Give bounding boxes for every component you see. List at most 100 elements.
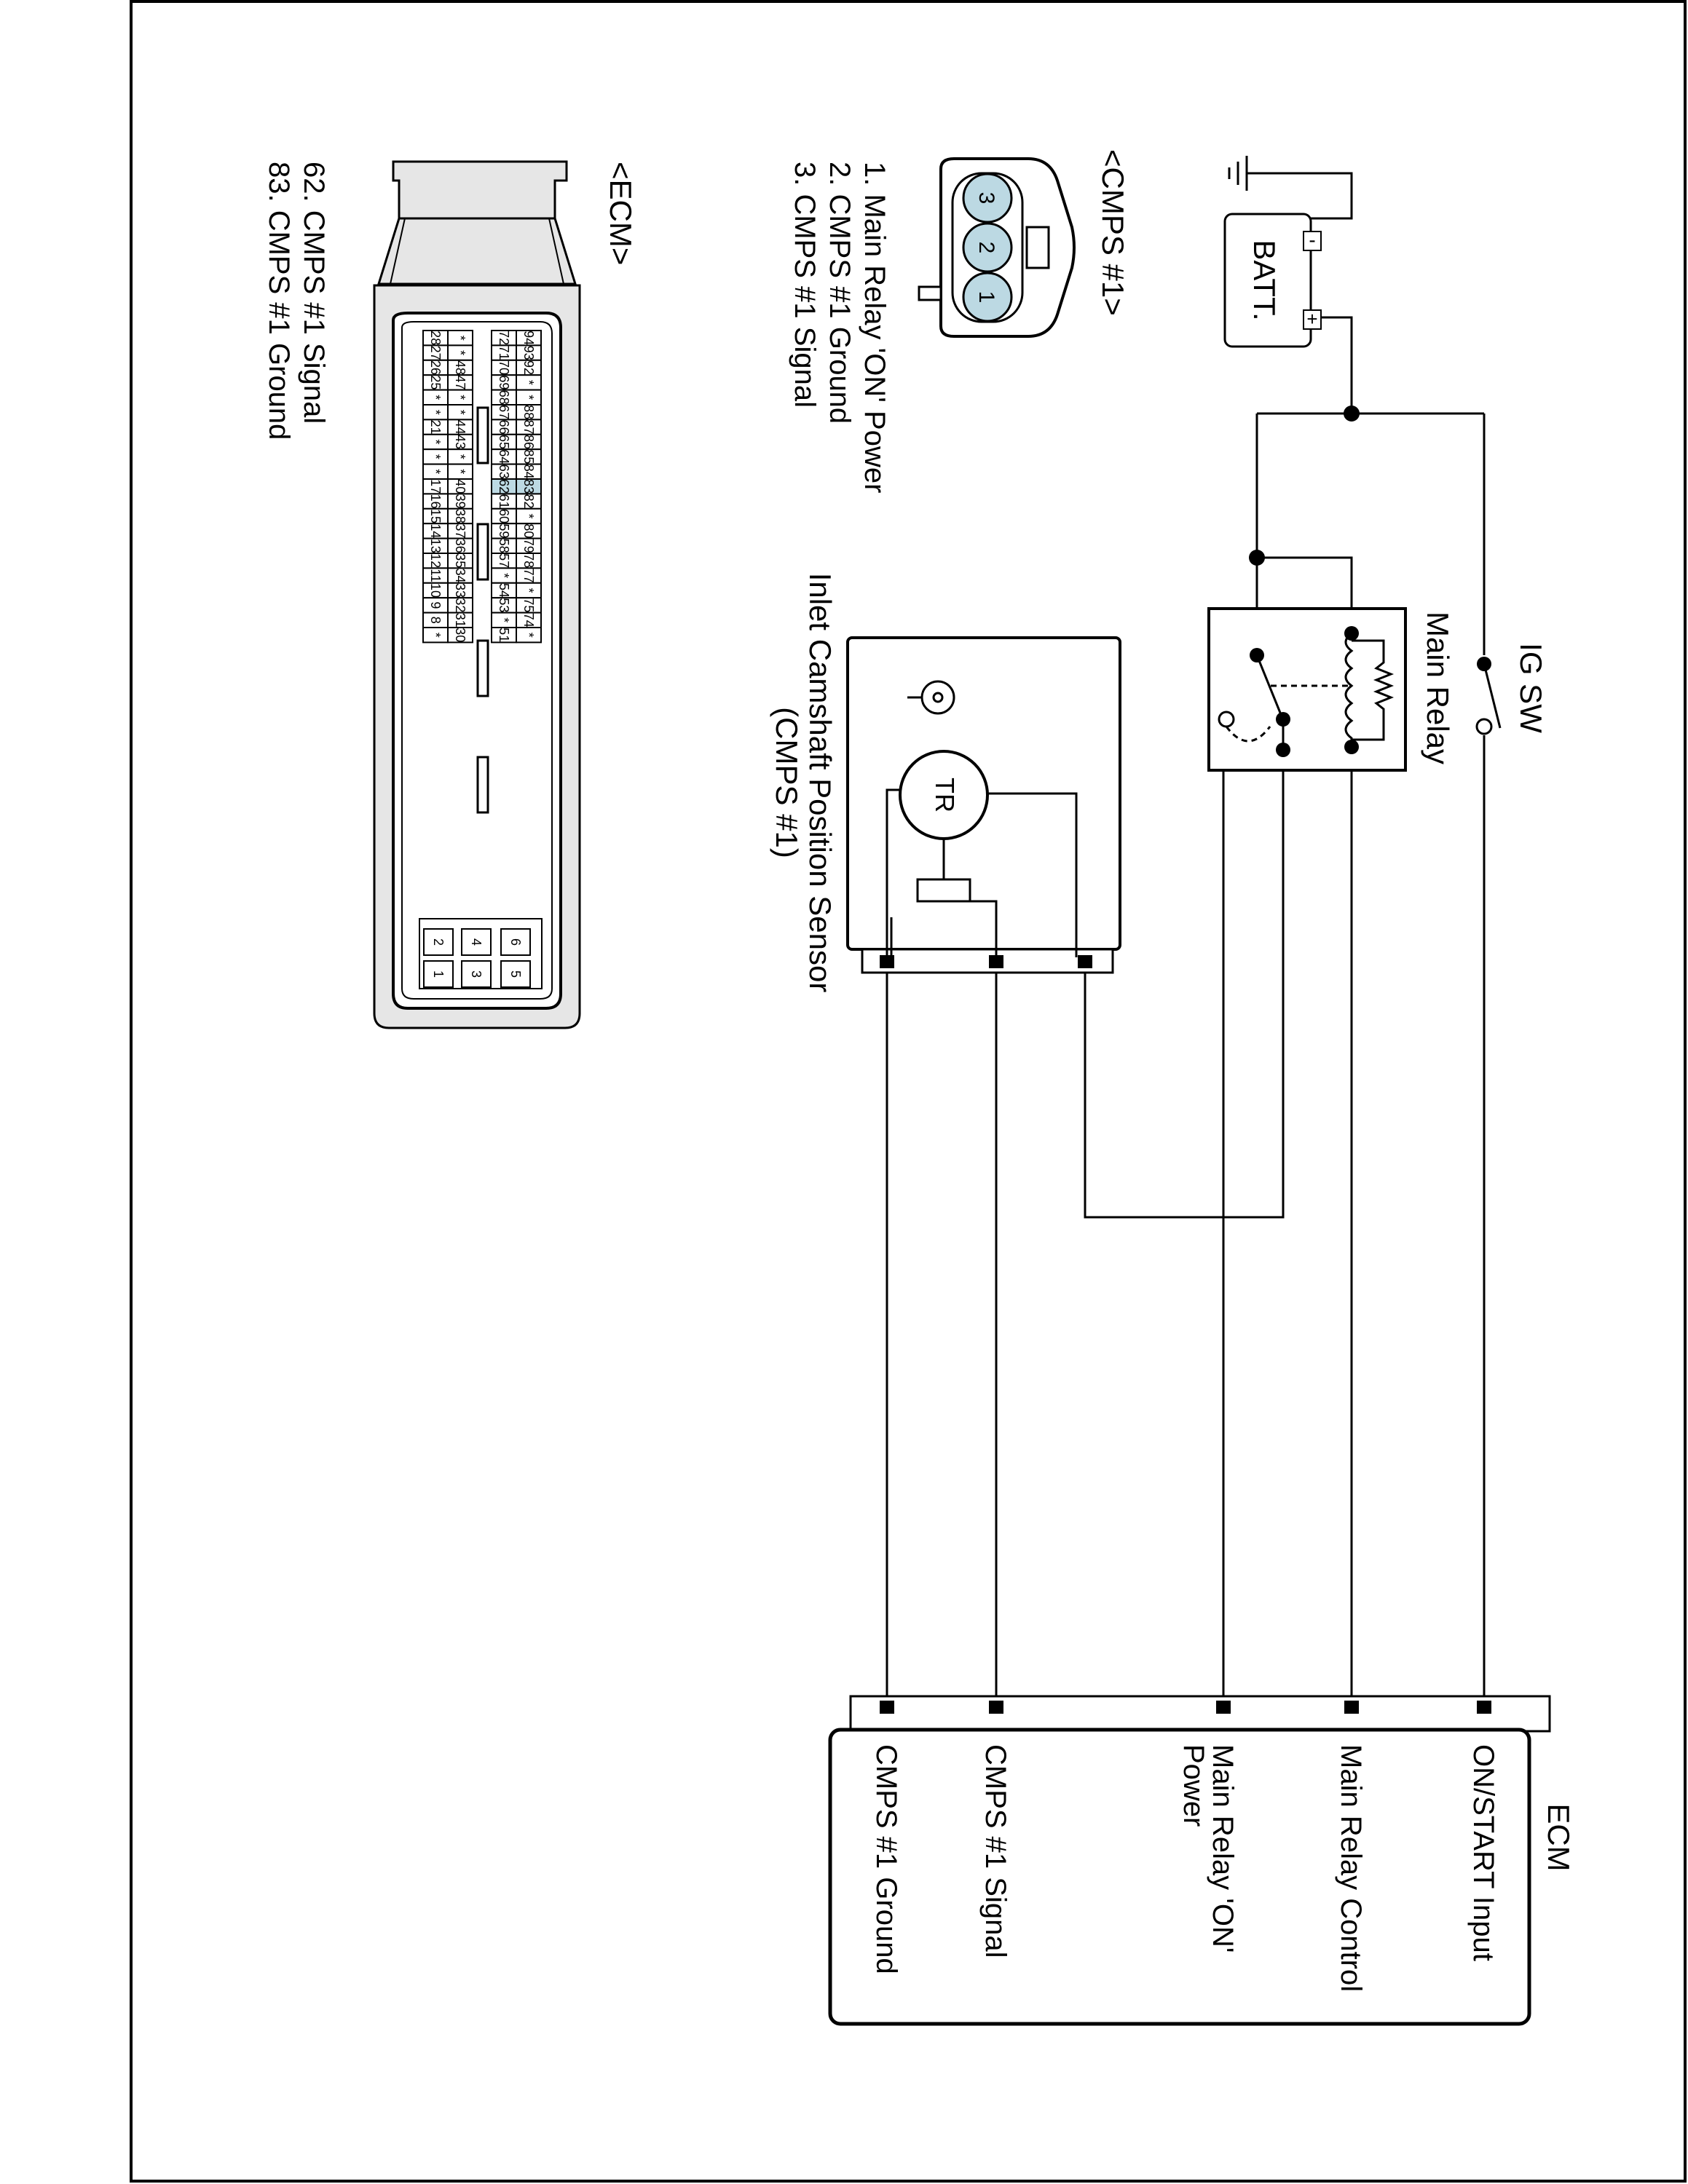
ecm-pin-label: * [453, 454, 468, 459]
ecm-pin-label: 26 [428, 360, 443, 375]
ecm-pin-label: 30 [453, 628, 468, 642]
ecm-pin-label: 21 [428, 420, 443, 435]
ecm-small-pin-cell [500, 960, 531, 988]
ecm-pin-label: 60 [497, 509, 511, 523]
ecm-pin-label: * [428, 395, 443, 400]
sensor-terminal [1078, 955, 1092, 968]
ecm-pin-label: * [453, 350, 468, 355]
cmps-legend-3: 3. CMPS #1 Signal [789, 162, 821, 408]
ecm-pin-cell [491, 627, 517, 644]
page-border [130, 0, 1687, 2183]
ecm-pin-cmps-ground: CMPS #1 Ground [870, 1744, 902, 1974]
sensor-tr-label: TR [930, 778, 960, 812]
ecm-terminal [1344, 1701, 1359, 1714]
main-relay-symbol: Main Relay [1207, 607, 1455, 772]
cmps-pin-3-label: 3 [974, 192, 998, 205]
ecm-block: ECM ON/START Input Main Relay Control Ma… [828, 1695, 1576, 2026]
ig-switch-symbol: IG SW [1475, 643, 1548, 735]
ecm-pin-label: 59 [497, 523, 511, 538]
cmps-connector-view: <CMPS #1> 3 2 1 1. Main Relay 'ON' Power… [789, 149, 1130, 493]
ecm-pin-label: * [428, 633, 443, 638]
ecm-pin-label: 66 [497, 420, 511, 435]
ecm-pin-label: * [497, 617, 511, 622]
ecm-legend-1: 62. CMPS #1 Signal [298, 162, 330, 424]
ecm-pin-label: * [521, 587, 536, 593]
ecm-terminal [880, 1701, 894, 1714]
ecm-pin-label: 61 [497, 494, 511, 509]
cmps-pin-2-label: 2 [974, 242, 998, 254]
ecm-pin-label: * [428, 469, 443, 474]
ecm-pin-label: 16 [428, 494, 443, 509]
ecm-pin-label: * [428, 454, 443, 459]
ecm-pin-label: 31 [453, 613, 468, 628]
ecm-pin-label: 82 [521, 494, 536, 509]
ecm-pin-on-start-input: ON/START Input [1467, 1744, 1499, 1961]
ecm-pin-label: 87 [521, 420, 536, 435]
ecm-legend-2: 83. CMPS #1 Ground [263, 162, 295, 440]
ecm-title: ECM [1542, 1803, 1576, 1871]
ecm-pin-grid: 949392**88878685848382*80797877*7574*727… [422, 330, 542, 644]
ecm-small-pin-label: 1 [431, 970, 446, 978]
ecm-pin-label: 68 [497, 390, 511, 405]
ig-switch-label: IG SW [1514, 643, 1548, 733]
ecm-pin-label: 37 [453, 523, 468, 538]
ecm-pin-label: 92 [521, 360, 536, 375]
sensor-code-label: (CMPS #1) [770, 707, 804, 858]
ecm-pin-label: * [521, 395, 536, 400]
ecm-pin-label: 86 [521, 435, 536, 449]
ecm-pin-label: 54 [497, 583, 511, 598]
ecm-pin-label: * [497, 573, 511, 578]
ecm-small-pin-label: 2 [431, 938, 446, 946]
junctions [1249, 405, 1360, 566]
ecm-pin-label: 28 [428, 331, 443, 345]
ecm-pin-label: 11 [428, 569, 443, 582]
cmps-pin-1-label: 1 [974, 291, 998, 304]
ecm-pin-label: 44 [453, 420, 468, 435]
ecm-pin-label: 64 [497, 449, 511, 464]
ecm-pin-label: * [521, 513, 536, 518]
ecm-pin-label: 38 [453, 509, 468, 523]
main-relay-label: Main Relay [1421, 612, 1455, 764]
ecm-pin-label: 9 [428, 601, 443, 609]
ecm-pin-label: 69 [497, 375, 511, 389]
ecm-pin-label: 15 [428, 509, 443, 523]
ecm-pin-label: 32 [453, 598, 468, 612]
ecm-pin-label: 40 [453, 479, 468, 494]
wires [886, 172, 1486, 1707]
ecm-terminal [1216, 1701, 1231, 1714]
battery-ground-wire [1247, 172, 1353, 220]
battery-label: BATT. [1247, 240, 1282, 320]
ecm-pin-label: 51 [497, 628, 511, 642]
ecm-pin-label: * [521, 633, 536, 638]
ecm-pin-label: 74 [521, 613, 536, 628]
ecm-pin-label: 17 [428, 479, 443, 494]
ecm-small-pin-cell [461, 960, 492, 988]
ecm-pin-label: 14 [428, 523, 443, 538]
ecm-pin-label: 71 [497, 346, 511, 360]
ecm-terminal [1477, 1701, 1491, 1714]
ecm-pin-label: 67 [497, 405, 511, 419]
battery-symbol: - + BATT. [1223, 213, 1322, 348]
ecm-pin-label: 8 [428, 617, 443, 624]
ecm-pin-label: 88 [521, 405, 536, 419]
ecm-pin-label: 78 [521, 553, 536, 568]
sensor-name-label: Inlet Camshaft Position Sensor [803, 573, 837, 993]
ecm-pin-label: 58 [497, 539, 511, 553]
cmps-legend-1: 1. Main Relay 'ON' Power [859, 162, 891, 493]
cmps-pin-3 [962, 173, 1013, 223]
ecm-pin-label: 36 [453, 539, 468, 553]
cmps-legend-2: 2. CMPS #1 Ground [824, 162, 856, 424]
ecm-pin-main-relay-on: Main Relay 'ON' [1207, 1744, 1239, 1952]
cmps-connector-title: <CMPS #1> [1096, 149, 1130, 316]
ecm-pin-label: 48 [453, 360, 468, 375]
ecm-pin-label: 84 [521, 464, 536, 479]
ecm-pin-label: 57 [497, 553, 511, 568]
battery-neg-terminal: - [1309, 229, 1315, 251]
ecm-pin-label: * [521, 380, 536, 385]
ecm-small-pin-cell [423, 960, 454, 988]
ecm-small-pin-cell [500, 928, 531, 956]
ecm-pin-label: 62 [497, 479, 511, 494]
ecm-pin-label: 65 [497, 435, 511, 449]
ecm-pin-label: 77 [521, 569, 536, 583]
ecm-pin-power: Power [1178, 1744, 1210, 1827]
